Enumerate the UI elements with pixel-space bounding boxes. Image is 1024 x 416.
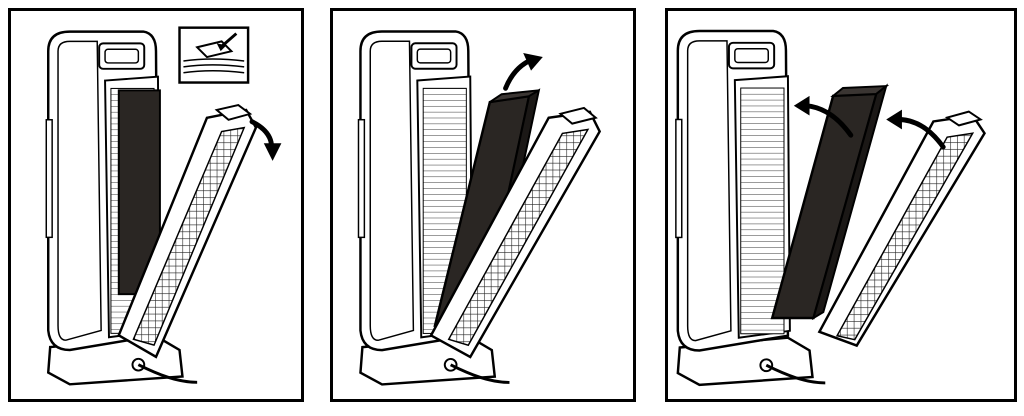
curved-arrow-icon <box>249 119 282 161</box>
step-3-illustration <box>675 29 986 387</box>
carbon-filter <box>770 83 890 321</box>
filter-tab <box>214 104 253 121</box>
power-cord <box>137 363 198 384</box>
step-1-illustration <box>45 26 282 386</box>
curved-arrow-icon <box>793 95 854 138</box>
step-panel-2 <box>330 8 636 402</box>
hepa-filter <box>817 110 986 348</box>
curved-arrow-icon <box>886 109 946 150</box>
power-cord <box>765 363 826 385</box>
filter-tab <box>558 106 598 125</box>
purifier-body <box>675 29 791 352</box>
curved-arrow-icon <box>503 53 543 91</box>
step-panel-1 <box>8 8 304 402</box>
step-2-illustration <box>357 30 602 386</box>
power-cord <box>449 363 510 384</box>
filter-tab <box>944 110 983 127</box>
latch-detail-icon <box>178 26 250 84</box>
hepa-filter <box>429 106 602 359</box>
hepa-filter <box>117 104 258 359</box>
step-panel-3 <box>665 8 1017 402</box>
